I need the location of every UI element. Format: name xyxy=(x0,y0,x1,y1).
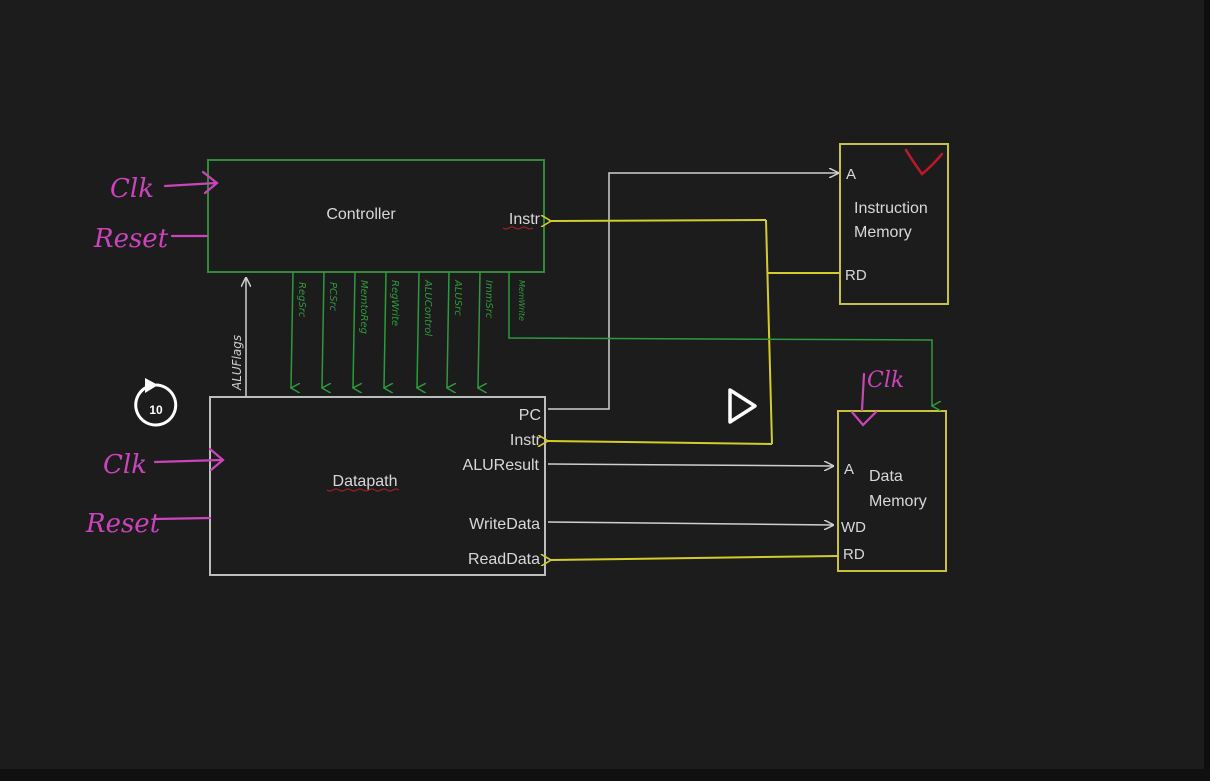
wire-writedata-to-dmem-wd xyxy=(547,522,833,525)
wire-instr-bus xyxy=(765,219,773,445)
arrow-alusrc xyxy=(447,271,449,388)
controller-instr-port: Instr xyxy=(509,211,541,228)
arrow-pcsrc xyxy=(322,271,324,388)
instruction-memory-box xyxy=(839,143,949,305)
port-aluresult: ALUResult xyxy=(463,457,540,474)
port-pc: PC xyxy=(519,407,541,424)
imem-port-a: A xyxy=(846,166,856,183)
arrow-regsrc xyxy=(291,271,293,388)
frame-edge xyxy=(1204,0,1210,781)
play-icon xyxy=(728,388,757,424)
wire-aluresult-to-dmem-a xyxy=(547,464,833,466)
signal-regsrc: RegSrc xyxy=(296,282,307,318)
spell-underline xyxy=(326,488,400,492)
wire-instr-to-datapath xyxy=(548,441,773,444)
imem-title-2: Memory xyxy=(854,224,912,241)
arrow-regwrite xyxy=(384,271,386,388)
dmem-port-wd: WD xyxy=(841,519,866,536)
replay-10-button[interactable]: 10 xyxy=(134,378,178,427)
replay-arrowhead xyxy=(145,378,158,393)
frame-edge xyxy=(0,769,1210,781)
port-writedata: WriteData xyxy=(469,516,540,533)
wire-readdata-from-dmem xyxy=(551,556,839,560)
signal-regwrite: RegWrite xyxy=(389,280,400,326)
arrow-alucontrol xyxy=(417,271,419,388)
spell-underline xyxy=(502,226,534,230)
dmem-port-a: A xyxy=(844,461,854,478)
datapath-box xyxy=(209,396,546,576)
signal-alusrc: ALUSrc xyxy=(452,279,463,316)
arrow-immsrc xyxy=(478,271,480,388)
datapath-title: Datapath xyxy=(333,473,398,490)
signal-alucontrol: ALUControl xyxy=(422,279,433,336)
controller-title: Controller xyxy=(326,206,396,223)
signal-memtoreg: MemtoReg xyxy=(358,280,369,334)
data-memory-box xyxy=(837,410,947,572)
reset-datapath-line xyxy=(153,516,212,521)
signal-pcsrc: PCSrc xyxy=(327,282,338,312)
replay-label: 10 xyxy=(149,403,163,417)
play-button[interactable] xyxy=(728,388,757,424)
clk-controller-label: Clk xyxy=(110,174,154,204)
imem-title-1: Instruction xyxy=(854,200,928,217)
clk-dmem-label: Clk xyxy=(867,368,904,393)
reset-controller-label: Reset xyxy=(93,224,169,254)
port-readdata: ReadData xyxy=(468,551,540,568)
signal-immsrc: ImmSrc xyxy=(483,280,494,319)
control-signal-arrows xyxy=(291,271,932,406)
clk-controller-arrow xyxy=(163,170,219,195)
clk-dmem-arrow xyxy=(850,372,878,427)
dmem-title-2: Memory xyxy=(869,493,927,510)
clk-datapath-arrow xyxy=(153,447,225,472)
arrow-memtoreg xyxy=(353,271,355,388)
checkmark-icon xyxy=(904,148,944,176)
port-instr: Instr xyxy=(510,432,542,449)
reset-datapath-label: Reset xyxy=(85,509,161,539)
replay-icon xyxy=(134,383,178,427)
imem-port-rd: RD xyxy=(845,267,867,284)
signal-memwrite: MemWrite xyxy=(517,280,526,321)
wire-instr-to-controller xyxy=(551,220,767,221)
dmem-port-rd: RD xyxy=(843,546,865,563)
wire-memwrite-to-dmem xyxy=(508,272,932,406)
signal-aluflags: ALUFlags xyxy=(230,335,244,391)
wire-pc-to-imem xyxy=(548,173,838,410)
dmem-title-1: Data xyxy=(869,468,903,485)
clk-datapath-label: Clk xyxy=(103,450,147,480)
